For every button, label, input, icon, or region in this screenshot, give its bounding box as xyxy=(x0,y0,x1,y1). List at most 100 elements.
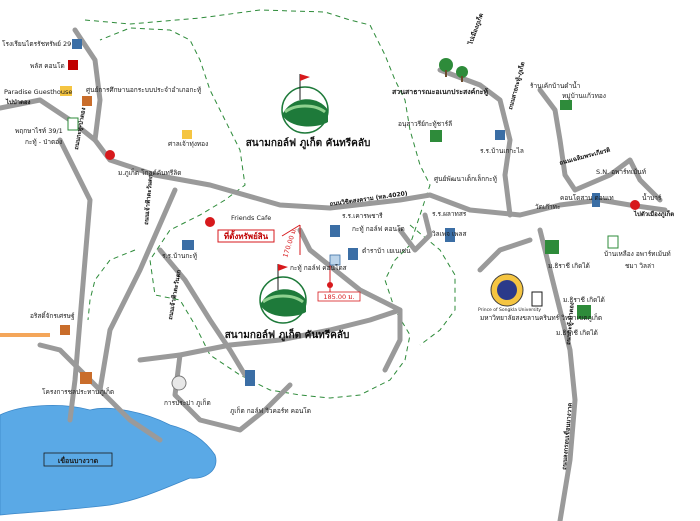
golf-name-south: สนามกอล์ฟ ภูเก็ต คันทรีคลับ xyxy=(225,327,350,342)
label-tropic: ตำราบ้า เยเนเซ่น xyxy=(362,247,411,255)
apartment-east2-icon xyxy=(577,305,591,319)
label-villa-east2: ชมา วิลล่า xyxy=(625,262,655,270)
boundary-north xyxy=(84,9,431,399)
label-golf-villas: ภูเก็ต กอล์ฟ วิวคอร์ท คอนโด xyxy=(230,406,311,415)
monument-icon xyxy=(430,130,442,142)
label-cafe-east: หมู่บ้านแก้วทอง xyxy=(562,92,606,100)
road-label-east: ถนนเฉลิมพระเกียรติ xyxy=(558,146,611,167)
school-east-icon xyxy=(495,130,505,140)
cafe-icon xyxy=(205,217,215,227)
road-west-link xyxy=(0,97,98,143)
road-golf-drive xyxy=(297,227,403,373)
label-univ-badge: Prince of Songkla University xyxy=(478,307,541,313)
rr-center-icon xyxy=(330,225,340,237)
label-kathu-patong: กะทู้ - ป่าตอง xyxy=(25,138,62,146)
label-school-west: ร.ร.บ้านกะทู้ xyxy=(162,252,197,260)
label-condo-center: กะทู้ กอล์ฟ คอนโด xyxy=(352,225,405,233)
shrine-icon xyxy=(182,130,192,139)
golf-logo-south xyxy=(259,264,307,324)
label-tambon-center: ศูนย์การศึกษานอกระบบประจำอำเภอกะทู้ xyxy=(86,86,201,94)
road-label-ne: ถนนสายกะทู้-ภูเก็ต xyxy=(505,61,527,111)
gate-icon xyxy=(531,291,543,307)
temple-west-icon xyxy=(60,325,70,335)
label-hospital-east: S.N. อพาร์ทเม้นท์ xyxy=(596,168,646,176)
label-golf-center: กะทู้ กอล์ฟ คอนโดส xyxy=(290,264,347,272)
school-icon xyxy=(72,39,82,49)
label-bank-east: ร้านเค้กบ้านดำน้ำ xyxy=(530,81,581,90)
label-condo-east: คอนโดสาน ดอนเท xyxy=(560,194,614,202)
apartment-east-icon xyxy=(545,240,559,254)
bar-icon xyxy=(630,200,640,210)
label-fuel-east: น้ำบาร์ xyxy=(642,193,662,202)
tree-icons xyxy=(439,58,468,82)
place-labels: โรงเรียนไตรรัชทรัพย์ 29 พลัส คอนโด Parad… xyxy=(2,40,671,415)
road-inner-central xyxy=(157,247,248,378)
label-apart-east3: ม.ธิราชี เกิดได้ xyxy=(556,329,598,337)
label-school-north: โรงเรียนไตรรัชทรัพย์ 29 xyxy=(2,40,71,48)
label-temple-east: วัดเก๊าทะ xyxy=(535,203,560,211)
road-south-loop xyxy=(172,352,293,433)
label-friends-cafe: Friends Cafe xyxy=(231,214,271,222)
road-label-south: ถนนกะทู้-ป่าตอง xyxy=(564,302,577,345)
label-park: สวนสาธารณะอเนกประสงค์กะทู้ xyxy=(392,87,488,97)
seven-eleven-east-icon xyxy=(607,235,619,249)
label-monument: อนุสาวรีย์กะทู้ชาร์ลี xyxy=(398,120,452,128)
university-seal xyxy=(490,273,524,307)
road-to-patong: ไปป่าตอง xyxy=(5,98,31,106)
distance-label-1: 170.00 ม. xyxy=(281,226,298,258)
golf-logo-north xyxy=(281,74,329,134)
seven-eleven-icon xyxy=(67,117,79,131)
label-rr-center: ร.ร.ผลาทสร xyxy=(432,210,467,218)
reservoir-label-box: เขื่อนบางวาด xyxy=(43,452,113,467)
highway-stub xyxy=(0,333,50,337)
road-label-inner: ถนนเจ้าฟ้าตะวันตก xyxy=(142,174,154,225)
label-water-plant: การประปา ภูเก็ต xyxy=(164,398,211,407)
road-east-univ xyxy=(477,237,533,273)
property-label: ที่ตั้งทรัพย์สิน xyxy=(224,230,269,241)
road-main xyxy=(72,27,668,218)
label-temple-west: อริสดิ์จักรเศรษฐ์ xyxy=(30,311,75,320)
road-west-south xyxy=(57,137,93,423)
hospital-icon xyxy=(105,150,115,160)
label-rr-center2: ร.ร.เคารพชารี xyxy=(342,212,383,220)
school-west-icon xyxy=(182,240,194,250)
road-label-central: ถนนเจ้าฟ้าตะวันตก xyxy=(166,269,183,320)
villa-icon xyxy=(445,228,455,242)
label-university: มหาวิทยาลัยสงขลานครินทร์ วิทยาเขตภูเก็ต xyxy=(480,313,602,322)
label-hospital-west: ม.ภูเก็ต โกลด์คันทรีลิด xyxy=(118,168,181,177)
road-inner-west xyxy=(97,187,178,393)
label-villa-center: วิลเพจ เพลส xyxy=(432,230,467,238)
road-east-south xyxy=(537,227,578,521)
label-police-west: พฤกษาไรท์ 39/1 xyxy=(15,127,63,135)
road-east-north xyxy=(537,87,663,203)
road-center-link xyxy=(397,212,433,253)
temple-icon xyxy=(82,96,92,106)
reservoir-label: เขื่อนบางวาด xyxy=(58,455,99,465)
condo-east-icon xyxy=(592,193,600,207)
label-school-east: ร.ร.บ้านเกาะไล xyxy=(480,147,524,155)
label-plus-condo: พลัส คอนโด xyxy=(30,62,65,70)
boundary-east xyxy=(409,224,456,346)
village-icon xyxy=(560,100,572,110)
boundary-west xyxy=(87,249,136,321)
boundary-lines xyxy=(84,9,456,399)
golf-name-north: สนามกอล์ฟ ภูเก็ต คันทรีคลับ xyxy=(246,135,371,150)
irrigation-icon xyxy=(80,372,92,384)
label-cafe-west: ศาลเจ้าทุ่งทอง xyxy=(168,140,208,148)
hotel-icon xyxy=(60,86,72,96)
label-district-office: ศูนย์พัฒนาเด็กเล็กกะทู้ xyxy=(434,174,497,183)
condo-center-icon xyxy=(348,248,358,260)
road-sw xyxy=(37,342,163,443)
road-to-phuket: ไปตัวเมืองภูเก็ต xyxy=(633,209,674,219)
distance-label-2: 185.00 ม. xyxy=(323,293,354,301)
poi-markers xyxy=(60,39,640,391)
road-to-phuket-town: ไปเมืองภูเก็ต xyxy=(465,12,486,47)
label-villa-east: บ้านเหลือง อพาร์ทเม้นท์ xyxy=(604,250,671,258)
building-icon xyxy=(68,60,78,70)
water-plant-icon xyxy=(171,375,187,391)
label-apart-east: ม.ธิราชี เกิดได้ xyxy=(548,262,590,270)
label-irrigation: โครงการชลประทานภูเก็ต xyxy=(42,387,114,396)
road-ne-link xyxy=(437,67,513,218)
